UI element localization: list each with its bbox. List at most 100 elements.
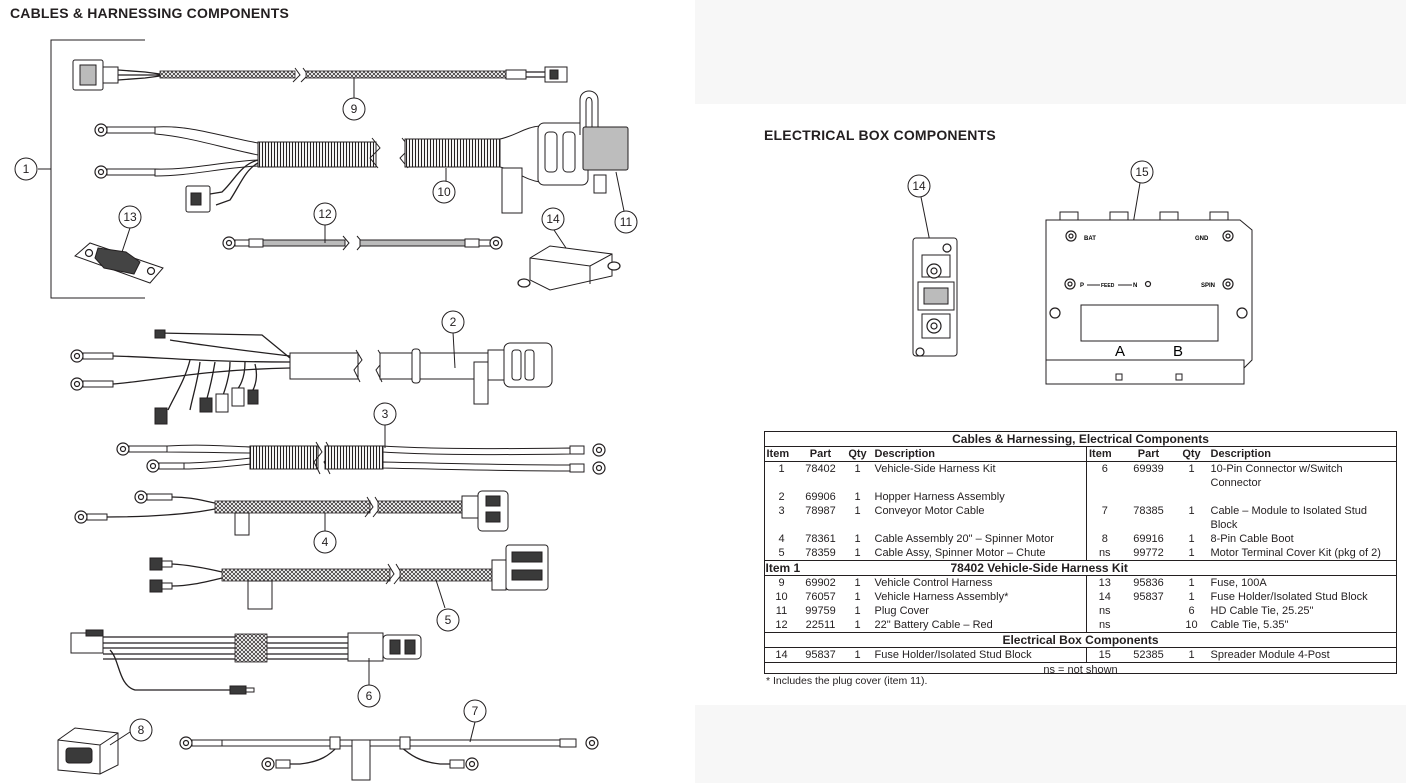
cell-i1: 2 [778,491,785,503]
cell-p2 [1123,604,1175,618]
svg-text:6: 6 [366,689,373,703]
bat-label: BAT [1084,236,1096,242]
svg-text:10: 10 [437,185,451,199]
cell-p2: 69916 [1133,533,1164,545]
callout-15: 15 [1130,160,1154,184]
cell-i2: 7 [1086,504,1123,532]
cell-q2: 1 [1188,505,1195,517]
cell-p1: 78359 [805,547,836,559]
cell-d2: Fuse Holder/Isolated Stud Block [1210,591,1368,603]
cell-p1: 95837 [805,649,836,661]
cell-p1: 76057 [805,591,836,603]
svg-text:15: 15 [1135,165,1149,179]
svg-text:12: 12 [318,207,332,221]
battery-cable-drawing [222,235,503,251]
cell-i1: 10 [775,591,788,603]
cell-p1: 78361 [805,533,836,545]
cell-q1: 1 [854,505,861,517]
cell-d1: Cable Assembly 20" – Spinner Motor [874,533,1054,545]
cell-d1: Vehicle-Side Harness Kit [874,463,996,475]
p-label: P [1080,283,1084,289]
cell-d2: HD Cable Tie, 25.25" [1210,605,1314,617]
cell-p2 [1123,490,1175,504]
module-stud-cable-drawing [179,736,599,781]
cell-q2: 10 [1185,619,1198,631]
cell-q2: 1 [1188,463,1195,475]
cell-d1: Vehicle Control Harness [874,577,993,589]
cell-d2: 8-Pin Cable Boot [1210,533,1294,545]
callout-5: 5 [436,608,460,632]
feed-label: FEED [1101,283,1115,289]
cell-d1: Vehicle Harness Assembly* [874,591,1009,603]
callout-8: 8 [129,718,153,742]
conveyor-motor-cable-drawing [116,441,606,475]
cell-i2: ns [1086,546,1123,561]
cell-d2: Spreader Module 4-Post [1210,649,1330,661]
svg-text:4: 4 [322,535,329,549]
col-part-1: Part [798,446,843,462]
cell-i2: 6 [1086,461,1123,490]
cell-i2: 8 [1086,532,1123,546]
band-electrical-box: Electrical Box Components [764,632,1397,648]
callout-2: 2 [441,310,465,334]
callout-14-right: 14 [907,174,931,198]
spreader-module-drawing: BAT GND P FEED N SPIN A B [1045,182,1253,385]
callout-13: 13 [118,205,142,229]
cell-p1: 69906 [805,491,836,503]
callout-10: 10 [432,180,456,204]
cell-q1: 1 [854,591,861,603]
cable-boot-drawing [57,727,119,775]
cell-i2 [1086,490,1123,504]
a-label: A [1115,343,1125,360]
cell-q1: 1 [854,533,861,545]
cell-i1: 4 [778,533,785,545]
col-qty-1: Qty [842,446,873,462]
svg-text:3: 3 [382,407,389,421]
svg-text:14: 14 [912,179,926,193]
b-label: B [1173,343,1183,360]
svg-text:14: 14 [546,212,560,226]
band-electrical-title: Electrical Box Components [764,632,1397,648]
cell-p1: 99759 [805,605,836,617]
cell-q1: 1 [854,605,861,617]
fuse-drawing [74,242,164,284]
plug-cover-drawing [579,90,629,194]
leader-lines [109,78,625,746]
svg-text:5: 5 [445,613,452,627]
vehicle-control-harness-drawing [72,59,568,91]
cell-p1: 22511 [805,619,836,631]
table-row: 4 78361 1 Cable Assembly 20" – Spinner Moto… [765,532,1397,546]
callout-4: 4 [313,530,337,554]
callout-12: 12 [313,202,337,226]
vehicle-harness-assembly-drawing [94,122,589,214]
cell-d2: 10-Pin Connector w/Switch Connector [1210,463,1343,489]
cell-i1: 11 [775,605,788,617]
band-kit-title: 78402 Vehicle-Side Harness Kit [842,560,1397,576]
callout-3: 3 [373,402,397,426]
col-qty-2: Qty [1174,446,1209,462]
cell-d1: Conveyor Motor Cable [874,505,985,517]
cell-d1: Fuse Holder/Isolated Stud Block [874,649,1032,661]
col-item-1: Item [764,446,799,462]
cell-q2: 6 [1188,605,1195,617]
callout-1: 1 [14,157,38,181]
cell-p2: 95837 [1133,591,1164,603]
col-part-2: Part [1122,446,1175,462]
cell-p2: 78385 [1133,505,1164,517]
callout-9: 9 [342,97,366,121]
cell-d1: 22" Battery Cable – Red [874,619,993,631]
cell-q1: 1 [854,577,861,589]
ten-pin-connector-drawing [70,629,422,695]
svg-text:13: 13 [123,210,137,224]
cell-q2: 1 [1188,533,1195,545]
